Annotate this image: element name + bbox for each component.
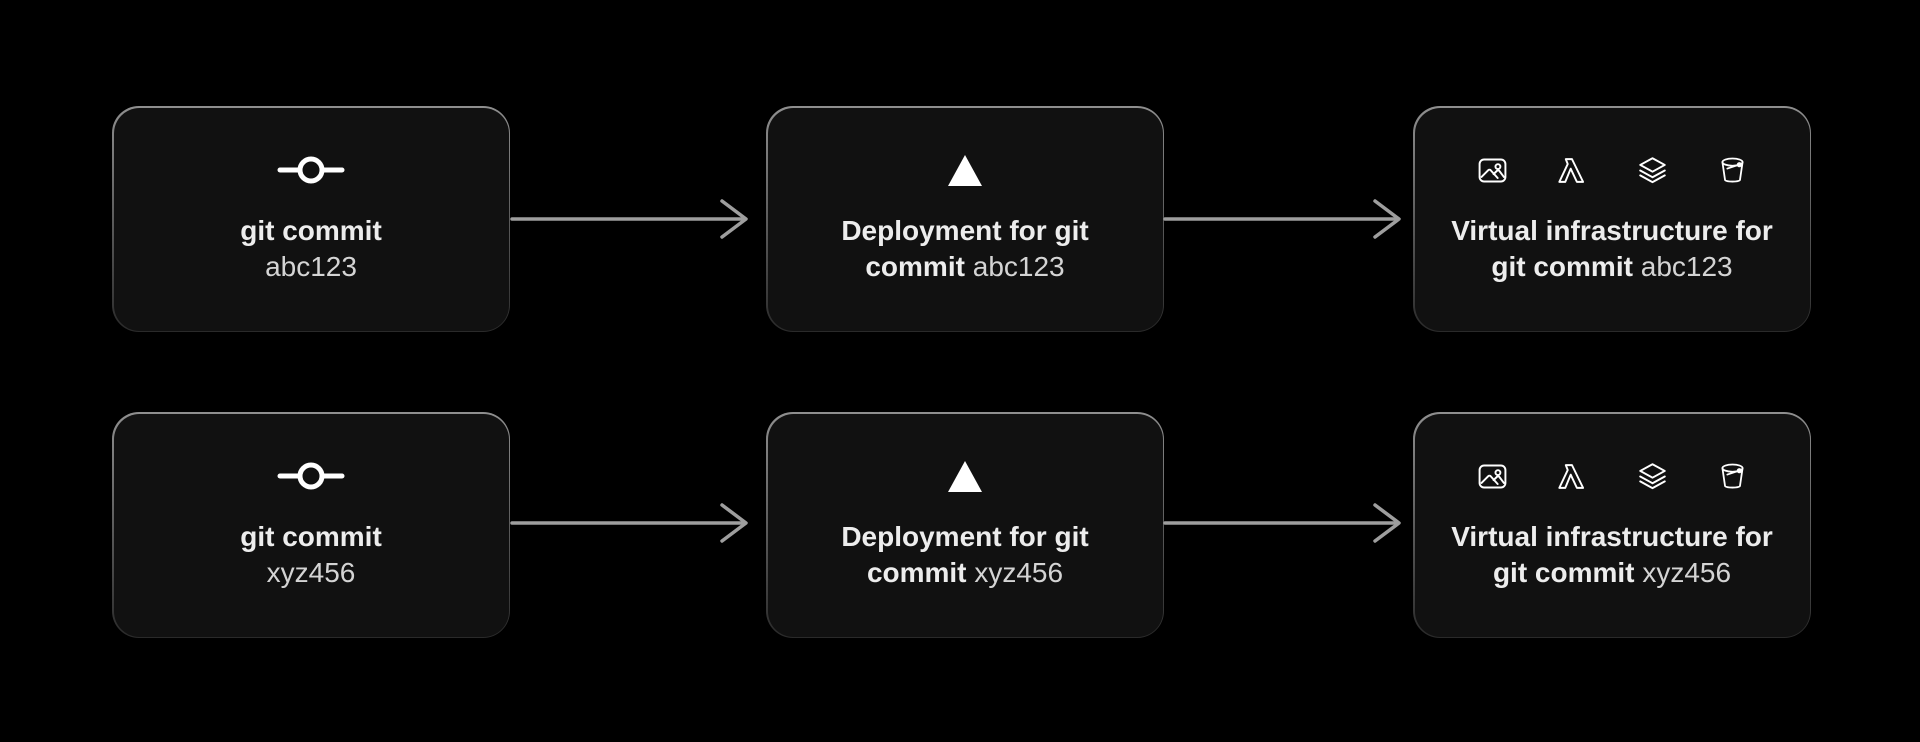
commit-id: abc123	[265, 251, 357, 282]
node-title: git commit	[240, 521, 382, 552]
flow-arrow	[1163, 501, 1409, 545]
commit-id: abc123	[972, 251, 1065, 282]
git-commit-node-row1: git commit abc123	[112, 106, 510, 332]
lambda-icon	[1557, 461, 1588, 492]
git-commit-icon	[277, 462, 345, 490]
lambda-icon	[1557, 155, 1588, 186]
layers-icon	[1637, 155, 1668, 186]
node-icon-area	[1477, 153, 1748, 187]
layers-icon	[1637, 461, 1668, 492]
node-body: git commit abc123	[113, 107, 509, 331]
commit-id: abc123	[1640, 251, 1733, 282]
node-title: git commit	[240, 215, 382, 246]
commit-id: xyz456	[974, 557, 1064, 588]
commit-id: xyz456	[266, 557, 356, 588]
node-label: git commit xyz456	[240, 519, 382, 591]
node-body: git commit xyz456	[113, 413, 509, 637]
node-title: Deployment for git commit	[841, 521, 1089, 588]
vercel-triangle-icon	[948, 460, 982, 492]
vercel-triangle-icon	[948, 154, 982, 186]
flow-arrow	[1163, 197, 1409, 241]
node-icon-area	[277, 459, 345, 493]
commit-id: xyz456	[1642, 557, 1732, 588]
node-icon-area	[948, 459, 982, 493]
node-title: Virtual infrastructure for git commit	[1451, 521, 1773, 588]
git-commit-node-row2: git commit xyz456	[112, 412, 510, 638]
image-icon	[1477, 155, 1508, 186]
node-icon-area	[277, 153, 345, 187]
node-title: Virtual infrastructure for git commit	[1451, 215, 1773, 282]
git-commit-icon	[277, 156, 345, 184]
bucket-icon	[1717, 155, 1748, 186]
bucket-icon	[1717, 461, 1748, 492]
flow-arrow	[510, 197, 756, 241]
node-icon-area	[948, 153, 982, 187]
node-label: git commit abc123	[240, 213, 382, 285]
node-title: Deployment for git commit	[841, 215, 1089, 282]
image-icon	[1477, 461, 1508, 492]
node-icon-area	[1477, 459, 1748, 493]
flow-arrow	[510, 501, 756, 545]
